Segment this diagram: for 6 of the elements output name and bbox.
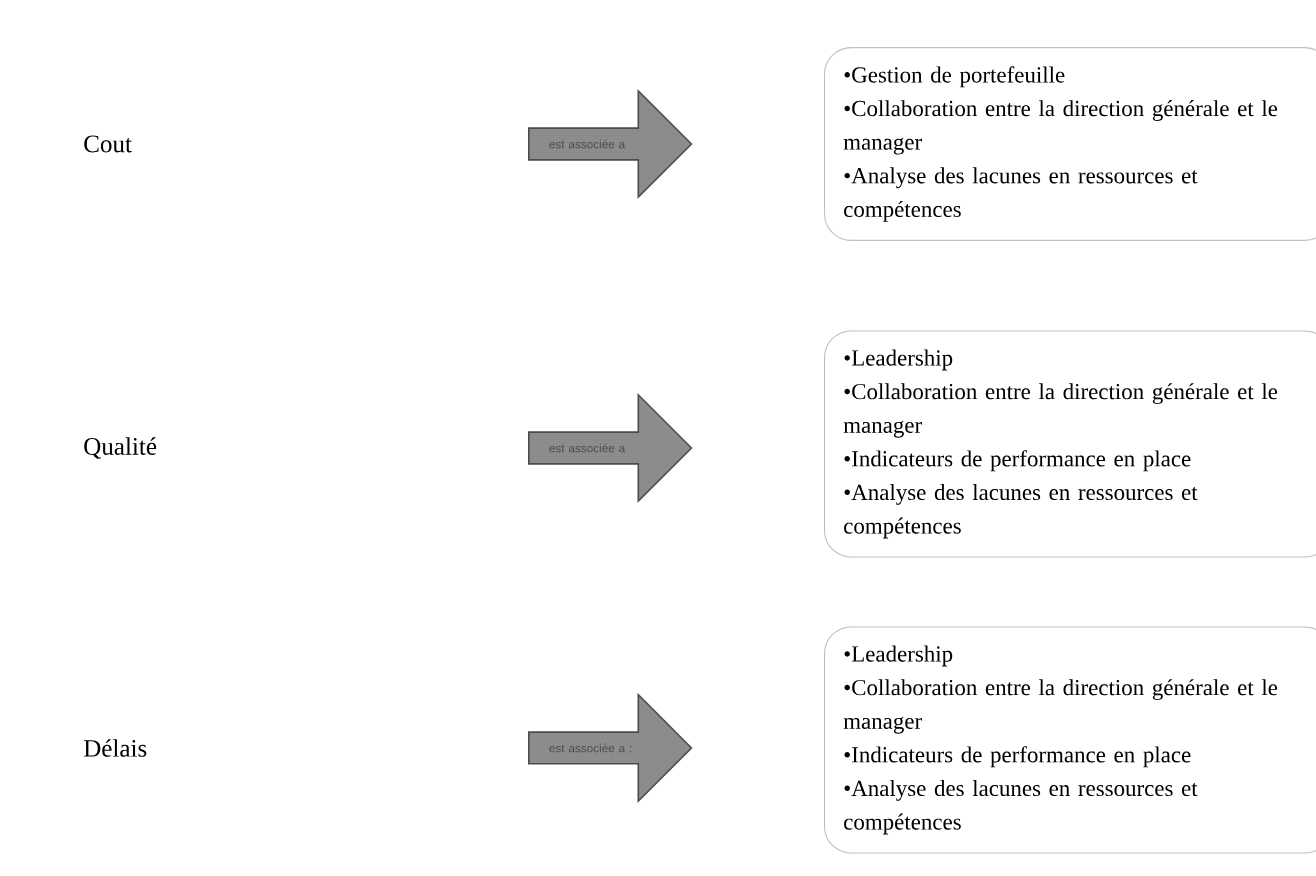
category-label: Cout bbox=[84, 135, 132, 153]
text-box: •Leadership •Collaboration entre la direction générale et le manager •Indicateurs de performance en place •Analyse des lacunes en ressources et compétences bbox=[824, 626, 1316, 854]
text-box: •Leadership •Collaboration entre la direction générale et le manager •Indicateurs de performance en place •Analyse des lacunes en ressources et compétences bbox=[824, 330, 1316, 558]
category-label: Délais bbox=[83, 739, 147, 757]
text-box: •Gestion de portefeuille •Collaboration entre la direction générale et le manager •Analyse des lacunes en ressources et compétences bbox=[824, 47, 1316, 241]
category-label: Qualité bbox=[84, 437, 157, 459]
